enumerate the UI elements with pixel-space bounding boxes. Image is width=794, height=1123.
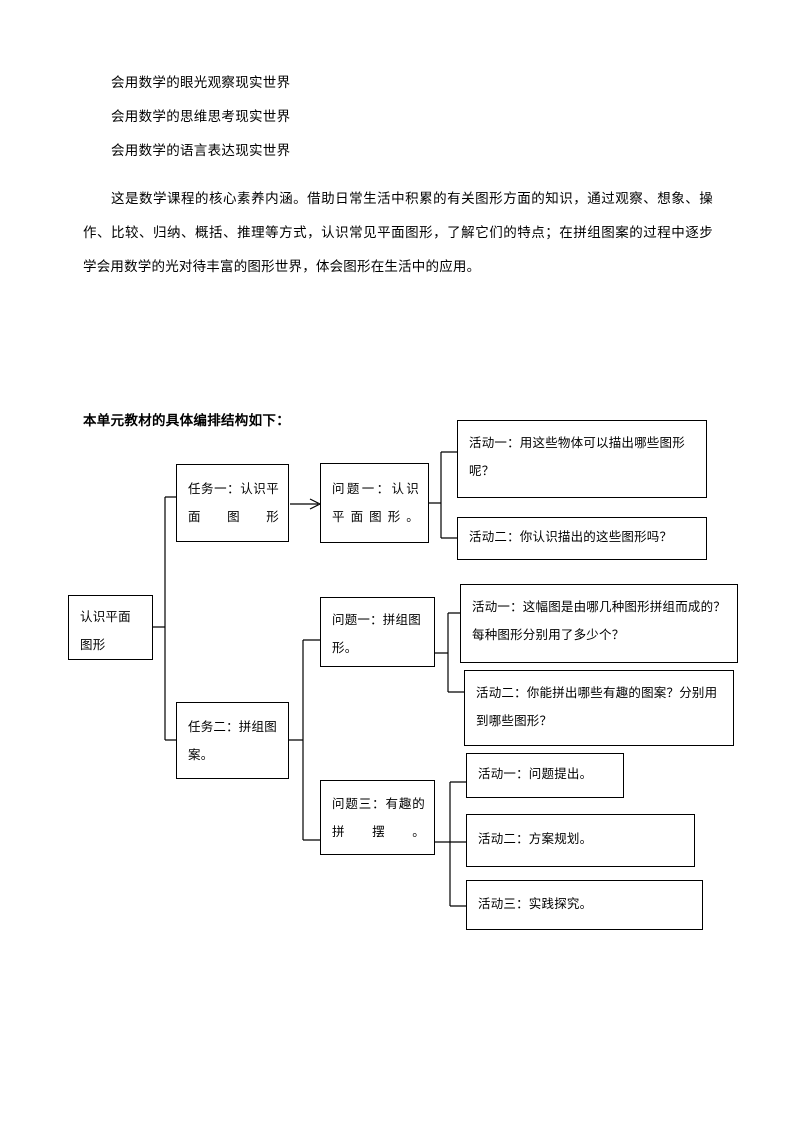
node-question-2-1-label: 问题一：拼组图形。: [332, 613, 421, 655]
node-question-2-1: 问题一：拼组图形。: [320, 597, 435, 667]
node-activity-1-2: 活动二：你认识描出的这些图形吗？: [457, 517, 707, 560]
node-question-2-3-label: 问题三：有趣的拼摆。: [332, 797, 425, 839]
node-activity-3-3-label: 活动三：实践探究。: [478, 897, 593, 911]
tenet-line-3: 会用数学的语言表达现实世界: [111, 143, 291, 158]
node-task-1-label: 任务一：认识平面图形: [188, 482, 279, 524]
tenet-line-2: 会用数学的思维思考现实世界: [111, 109, 291, 124]
node-activity-2-2-label: 活动二：你能拼出哪些有趣的图案？分别用到哪些图形？: [476, 686, 718, 728]
node-activity-3-3: 活动三：实践探究。: [466, 880, 703, 930]
node-activity-2-2: 活动二：你能拼出哪些有趣的图案？分别用到哪些图形？: [464, 670, 734, 746]
node-root: 认识平面图形: [68, 595, 153, 660]
node-activity-1-1-label: 活动一：用这些物体可以描出哪些图形呢？: [469, 436, 685, 478]
prose-block: 会用数学的眼光观察现实世界 会用数学的思维思考现实世界 会用数学的语言表达现实世…: [83, 66, 713, 284]
node-activity-2-1-label: 活动一：这幅图是由哪几种图形拼组而成的？每种图形分别用了多少个？: [472, 600, 727, 642]
tenet-line-1: 会用数学的眼光观察现实世界: [111, 75, 291, 90]
node-task-2-label: 任务二：拼组图案。: [188, 720, 277, 762]
node-activity-3-1-label: 活动一：问题提出。: [478, 767, 593, 781]
node-question-1-1-label: 问题一：认识平面图形。: [332, 482, 419, 524]
node-activity-3-2: 活动二：方案规划。: [466, 814, 695, 867]
node-activity-3-1: 活动一：问题提出。: [466, 753, 624, 798]
node-question-1-1: 问题一：认识平面图形。: [320, 463, 429, 543]
section-title: 本单元教材的具体编排结构如下：: [83, 413, 290, 428]
node-task-2: 任务二：拼组图案。: [176, 702, 289, 779]
node-activity-3-2-label: 活动二：方案规划。: [478, 832, 593, 846]
node-task-1: 任务一：认识平面图形: [176, 464, 289, 542]
node-activity-2-1: 活动一：这幅图是由哪几种图形拼组而成的？每种图形分别用了多少个？: [460, 584, 738, 663]
body-paragraph: 这是数学课程的核心素养内涵。借助日常生活中积累的有关图形方面的知识，通过观察、想…: [83, 191, 713, 274]
node-activity-1-1: 活动一：用这些物体可以描出哪些图形呢？: [457, 420, 707, 498]
node-activity-1-2-label: 活动二：你认识描出的这些图形吗？: [469, 530, 673, 544]
node-question-2-3: 问题三：有趣的拼摆。: [320, 780, 435, 855]
node-root-label: 认识平面图形: [80, 610, 131, 652]
